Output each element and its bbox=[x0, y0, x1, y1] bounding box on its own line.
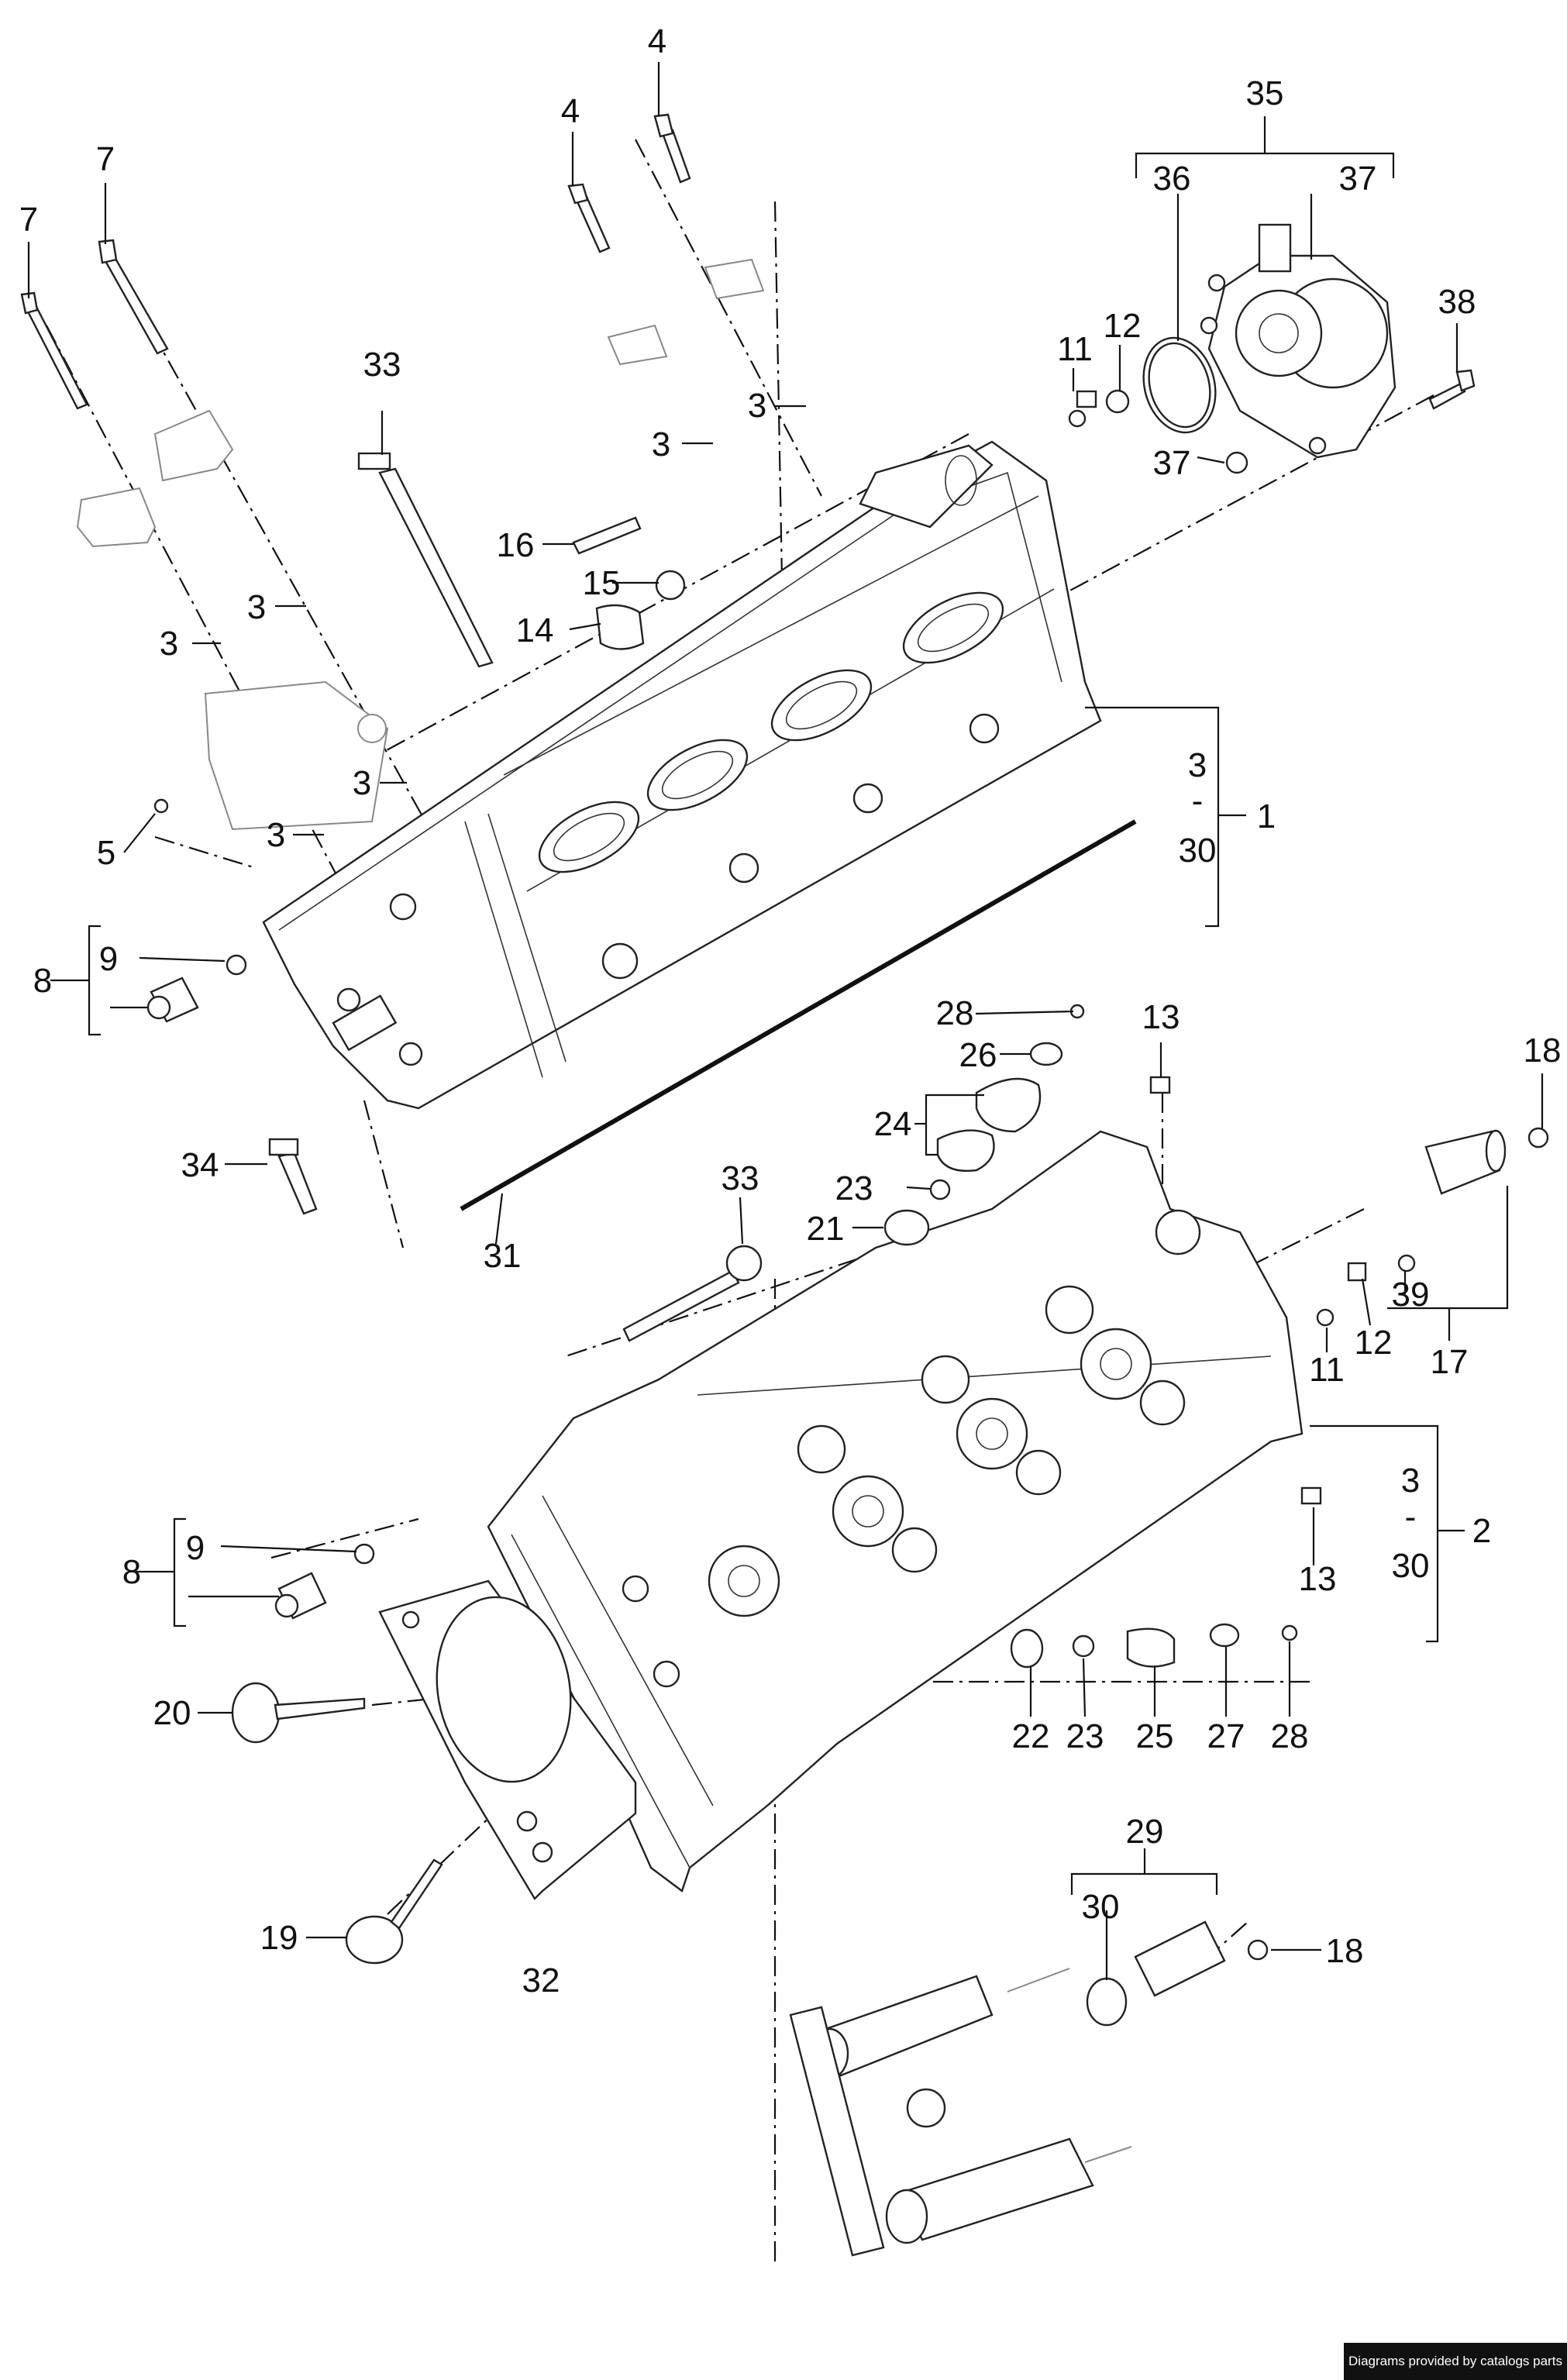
head-gasket-strip bbox=[460, 819, 1137, 1211]
lower-head-gasket bbox=[378, 1579, 637, 1900]
small-parts bbox=[146, 389, 1549, 2027]
callout-34: 34 bbox=[181, 1146, 219, 1184]
callout-3f: 3 bbox=[267, 816, 285, 854]
callout-35: 35 bbox=[1246, 74, 1284, 112]
callout-labels: 7 7 4 4 33 3 3 3 3 3 3 5 16 15 14 35 36 … bbox=[19, 22, 1562, 1999]
callout-30: 30 bbox=[1082, 1888, 1120, 1926]
callout-3-range2-end: 30 bbox=[1392, 1547, 1430, 1585]
bolts bbox=[20, 113, 763, 1342]
callout-3e: 3 bbox=[353, 764, 371, 802]
callout-23b: 23 bbox=[1066, 1717, 1104, 1755]
callout-11b: 11 bbox=[1309, 1351, 1345, 1389]
callout-21: 21 bbox=[807, 1210, 845, 1248]
callout-4b: 4 bbox=[648, 22, 666, 60]
callout-38: 38 bbox=[1438, 283, 1476, 321]
callout-19: 19 bbox=[260, 1919, 298, 1957]
bearing-caps bbox=[76, 258, 765, 831]
callout-3-range1-end: 30 bbox=[1179, 832, 1217, 870]
callout-18b: 18 bbox=[1326, 1932, 1364, 1970]
vacuum-pump bbox=[1200, 223, 1397, 459]
callout-3-range2-dash: - bbox=[1405, 1498, 1417, 1536]
lower-cylinder-head bbox=[487, 1130, 1304, 1893]
callout-3a: 3 bbox=[748, 387, 766, 425]
callout-3b: 3 bbox=[652, 425, 670, 463]
callout-24: 24 bbox=[874, 1105, 912, 1143]
callout-9a: 9 bbox=[99, 940, 118, 978]
callout-8a: 8 bbox=[33, 962, 52, 1000]
valves bbox=[231, 1682, 443, 1965]
callout-23a: 23 bbox=[835, 1169, 873, 1207]
callout-3-range1-dash: - bbox=[1192, 782, 1204, 820]
callout-29: 29 bbox=[1126, 1813, 1164, 1851]
callout-28a: 28 bbox=[936, 994, 974, 1032]
callout-13b: 13 bbox=[1299, 1560, 1337, 1598]
callout-12a: 12 bbox=[1104, 307, 1142, 345]
callout-32: 32 bbox=[522, 1962, 560, 1999]
leader-lines bbox=[27, 62, 1544, 1980]
callout-26: 26 bbox=[959, 1036, 997, 1074]
callout-2: 2 bbox=[1472, 1512, 1491, 1550]
callout-1: 1 bbox=[1257, 797, 1276, 835]
callout-37b: 37 bbox=[1153, 444, 1191, 482]
callout-33a: 33 bbox=[363, 346, 401, 384]
callout-36: 36 bbox=[1153, 160, 1191, 198]
callout-4a: 4 bbox=[561, 92, 580, 130]
callout-25: 25 bbox=[1136, 1717, 1174, 1755]
callout-14: 14 bbox=[516, 611, 554, 649]
callout-7b: 7 bbox=[96, 140, 115, 178]
callout-27: 27 bbox=[1207, 1717, 1245, 1755]
callout-5: 5 bbox=[97, 834, 115, 872]
callout-20: 20 bbox=[153, 1694, 191, 1732]
upper-cylinder-head bbox=[262, 440, 1102, 1110]
callout-31: 31 bbox=[484, 1237, 522, 1275]
callout-13a: 13 bbox=[1142, 998, 1180, 1036]
o-ring-37 bbox=[1225, 451, 1248, 474]
callout-33b: 33 bbox=[722, 1159, 759, 1197]
callout-18a: 18 bbox=[1524, 1032, 1562, 1069]
bolt-38 bbox=[1428, 382, 1466, 410]
callout-12b: 12 bbox=[1355, 1324, 1393, 1362]
callout-7a: 7 bbox=[19, 201, 38, 239]
diagram-credit-banner: Diagrams provided by catalogs parts bbox=[1344, 2343, 1567, 2380]
camshaft-assembly bbox=[789, 1968, 1132, 2257]
callout-16: 16 bbox=[497, 526, 535, 564]
callout-37a: 37 bbox=[1339, 160, 1377, 198]
callout-15: 15 bbox=[583, 564, 621, 602]
callout-3-range2-start: 3 bbox=[1401, 1462, 1420, 1500]
callout-39: 39 bbox=[1392, 1276, 1430, 1314]
callout-22: 22 bbox=[1012, 1717, 1050, 1755]
callout-8b: 8 bbox=[122, 1553, 141, 1591]
callout-3-range1-start: 3 bbox=[1188, 746, 1207, 784]
callout-9b: 9 bbox=[186, 1529, 205, 1567]
callout-17: 17 bbox=[1431, 1343, 1469, 1381]
callout-3d: 3 bbox=[160, 625, 178, 663]
callout-3c: 3 bbox=[247, 588, 266, 626]
callout-11a: 11 bbox=[1057, 330, 1093, 368]
callout-28b: 28 bbox=[1271, 1717, 1309, 1755]
